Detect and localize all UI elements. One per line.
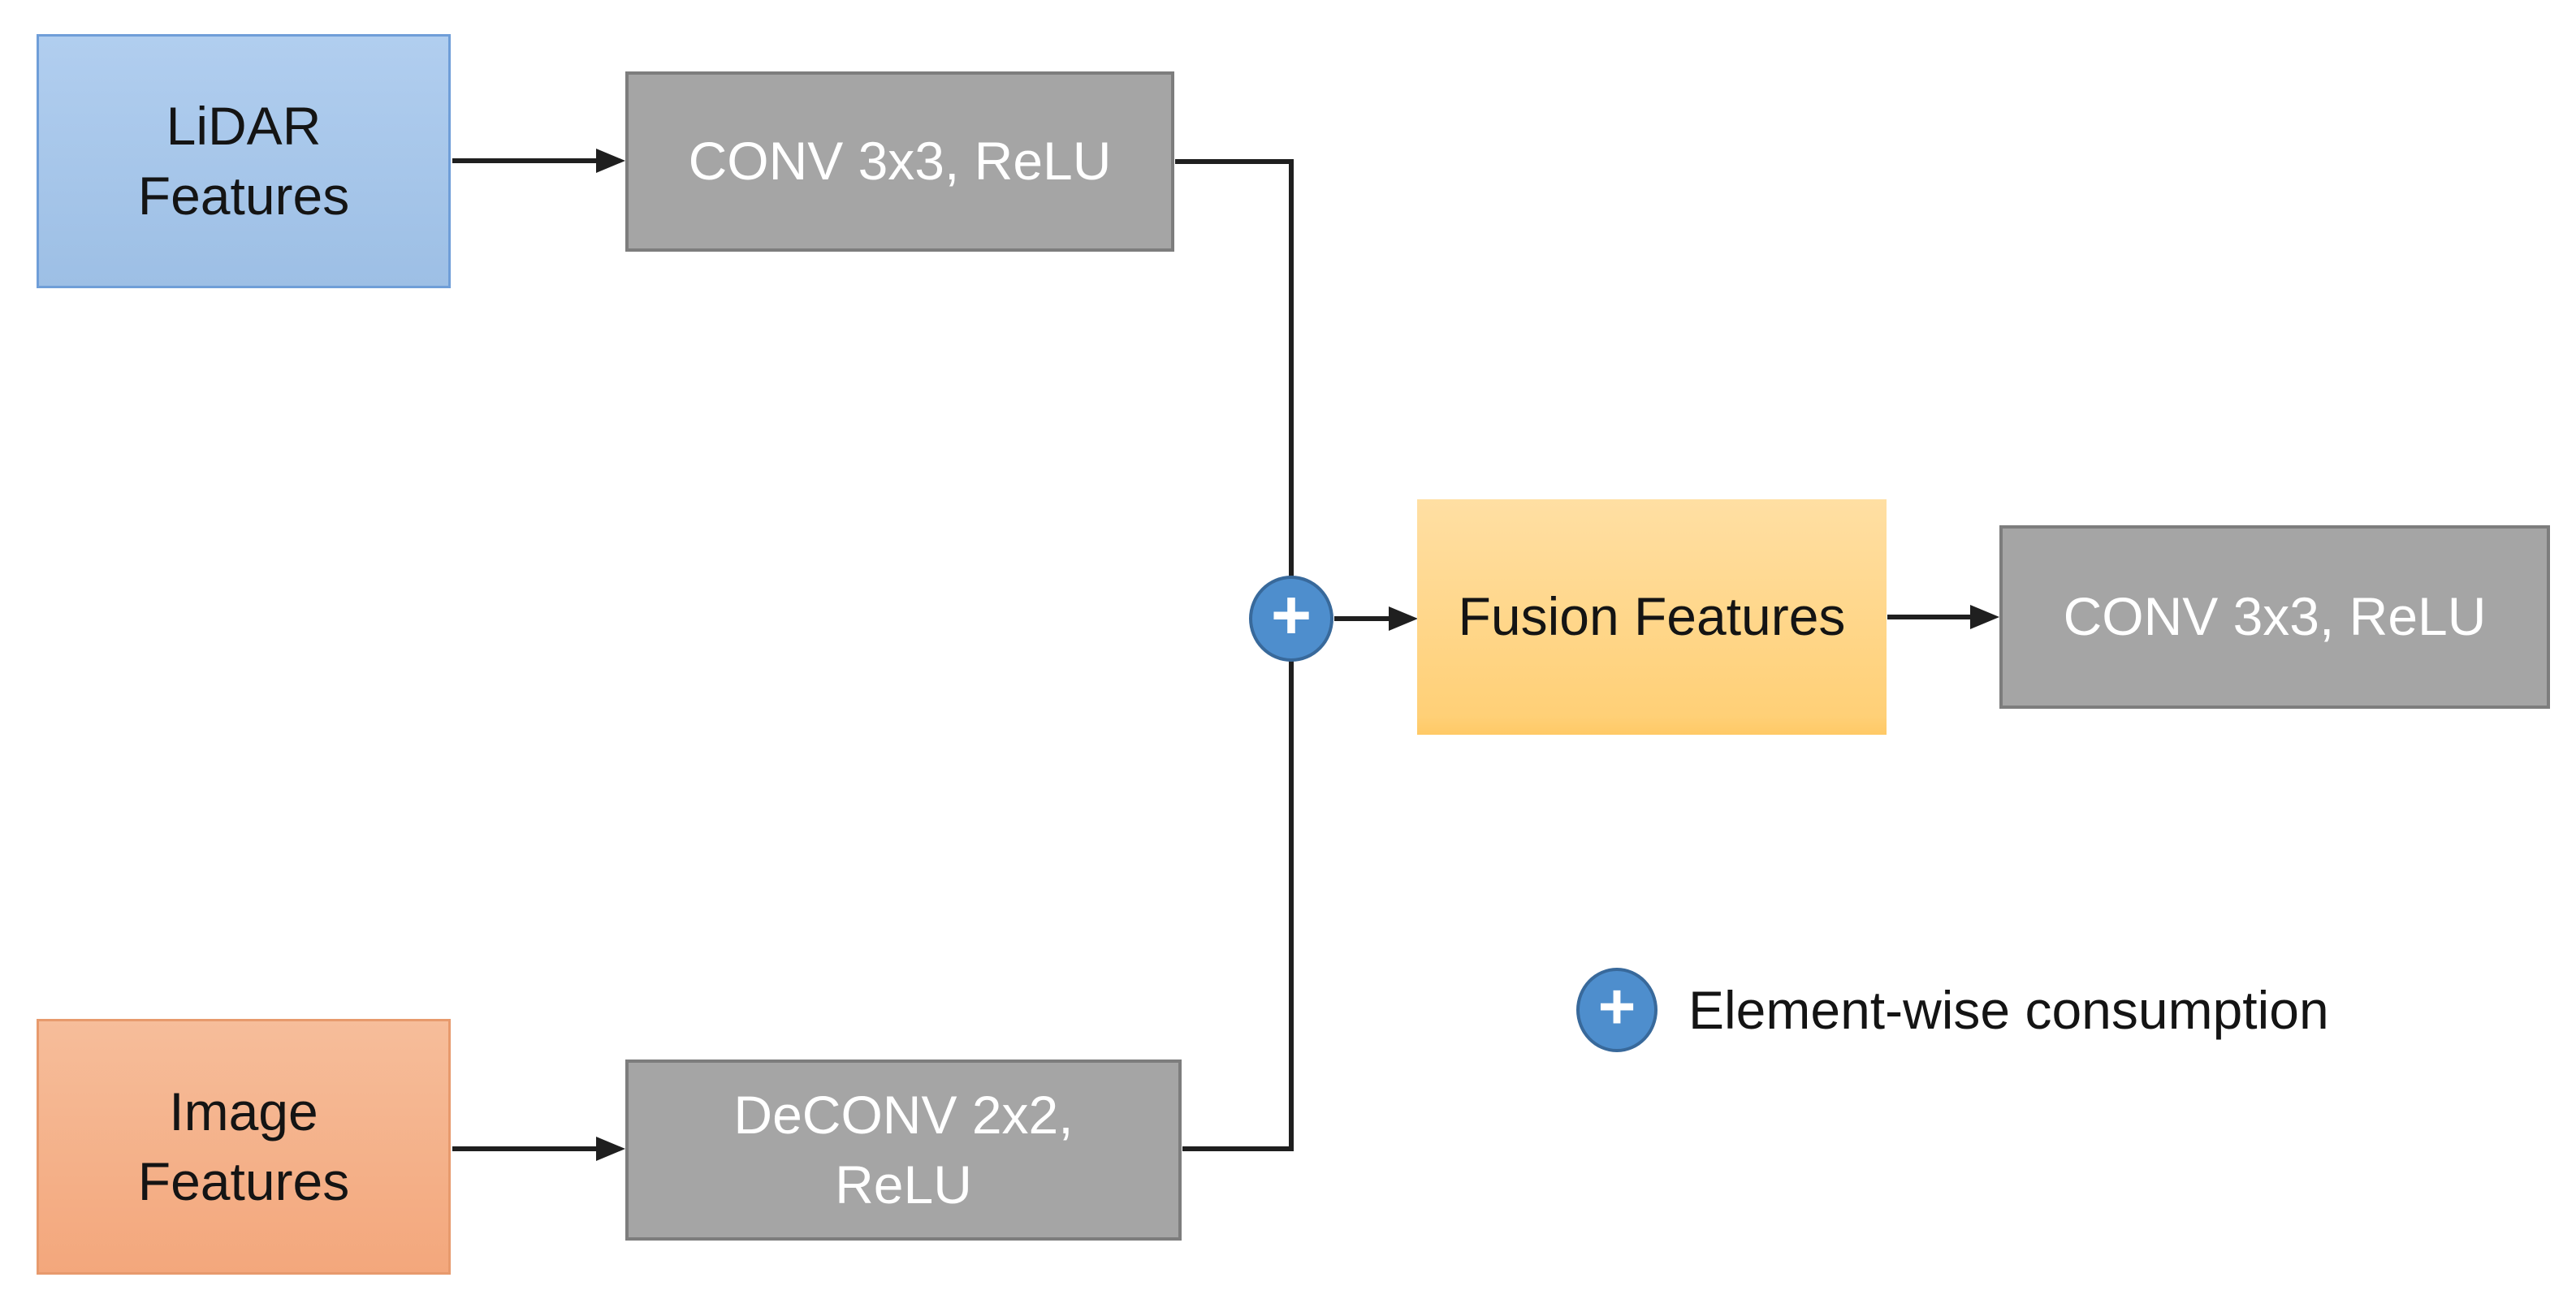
deconv-2x2-relu-label-line2: ReLU [835,1154,972,1215]
legend: + Element-wise consumption [1576,968,2329,1052]
fusion-features-label: Fusion Features [1458,586,1846,647]
image-features-label-line2: Features [137,1150,350,1211]
deconv-2x2-relu-label-line1: DeCONV 2x2, [733,1084,1074,1145]
conv-3x3-relu-top-node: CONV 3x3, ReLU [625,71,1174,252]
arrow-lidar-to-conv [452,149,625,173]
lidar-features-label-line2: Features [137,165,350,226]
conv-3x3-relu-top-label: CONV 3x3, ReLU [688,131,1112,192]
connector-deconv-to-sum [1182,659,1294,1151]
connector-conv-to-sum [1175,159,1294,580]
legend-plus-icon: + [1576,968,1658,1052]
lidar-features-label-line1: LiDAR [166,95,322,156]
image-features-node: Image Features [37,1019,451,1275]
image-features-label-line1: Image [169,1081,318,1141]
legend-plus-symbol: + [1597,970,1636,1042]
lidar-features-node: LiDAR Features [37,34,451,288]
arrow-sum-to-fusion [1334,606,1418,631]
deconv-2x2-relu-node: DeCONV 2x2, ReLU [625,1059,1182,1241]
plus-symbol: + [1270,576,1312,654]
arrow-image-to-deconv [452,1137,625,1161]
fusion-features-node: Fusion Features [1417,499,1887,735]
conv-3x3-relu-right-node: CONV 3x3, ReLU [1999,525,2550,709]
arrow-fusion-to-conv [1887,605,1999,629]
legend-label: Element-wise consumption [1688,980,2329,1040]
conv-3x3-relu-right-label: CONV 3x3, ReLU [2063,586,2487,647]
elementwise-sum-operator-icon: + [1249,576,1333,662]
